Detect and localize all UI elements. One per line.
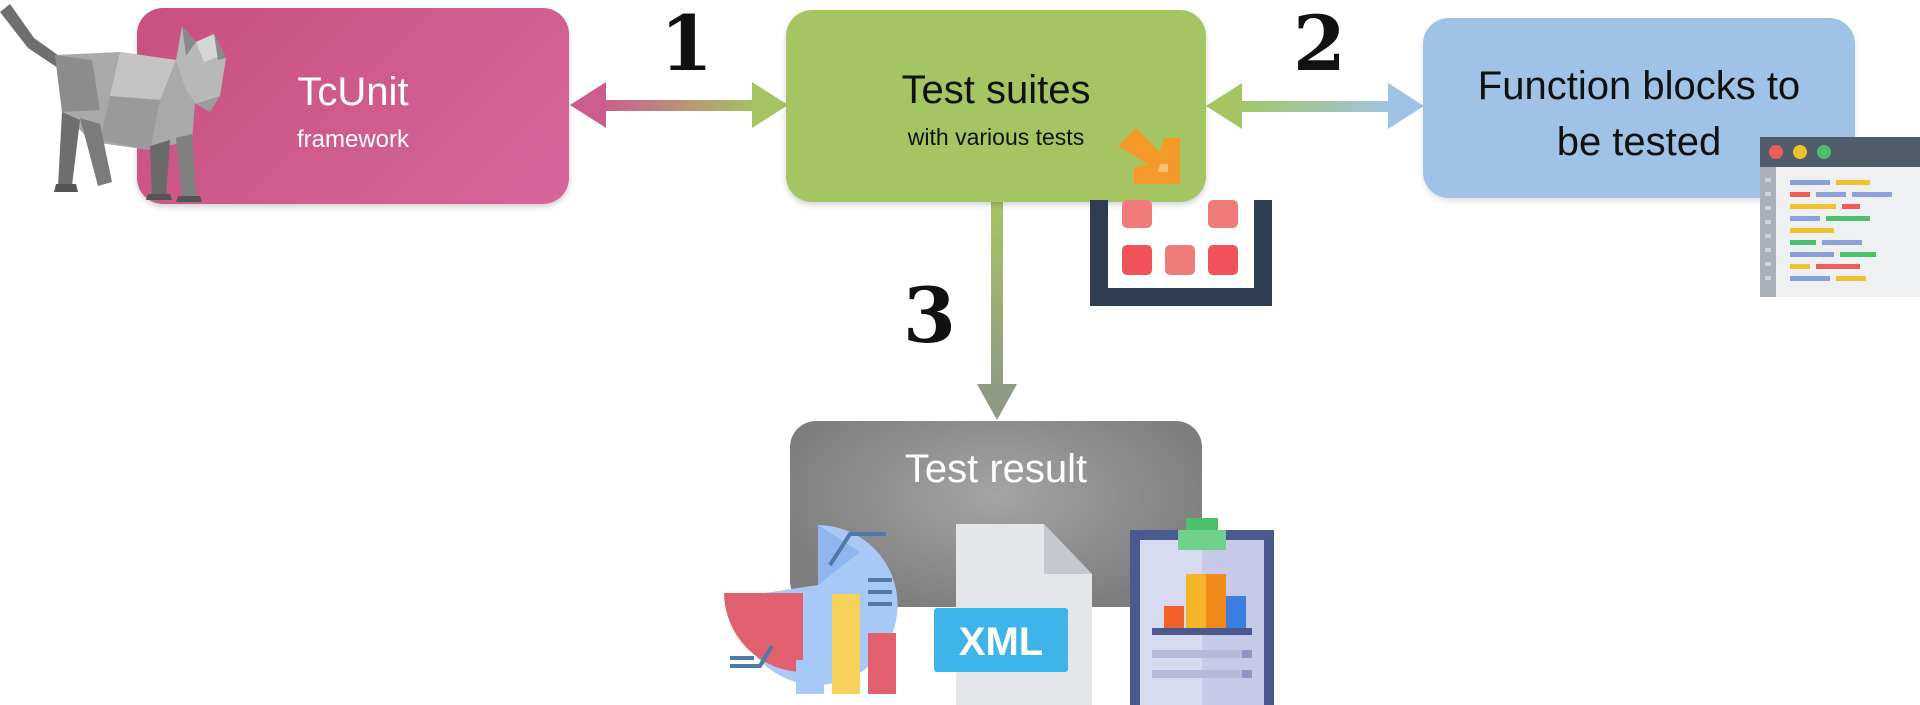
xml-badge-label: XML xyxy=(958,620,1044,664)
step-number-1: 1 xyxy=(660,0,713,88)
test-suites-node: Test suites with various tests xyxy=(786,10,1206,202)
tcunit-subtitle: framework xyxy=(296,126,410,153)
step-number-2: 2 xyxy=(1293,0,1346,88)
function-blocks-title: Function blocks to be tested xyxy=(1423,58,1855,170)
arrow-suites-fblocks xyxy=(1206,83,1424,129)
tcunit-framework-node: TcUnit framework xyxy=(137,8,569,204)
test-suites-title: Test suites xyxy=(901,68,1091,112)
function-blocks-title-line2: be tested xyxy=(1556,120,1722,164)
step-number-3: 3 xyxy=(903,271,956,360)
test-result-title: Test result xyxy=(904,447,1088,491)
xml-file-icon: XML xyxy=(930,522,1100,705)
function-blocks-title-line1: Function blocks to xyxy=(1477,64,1801,108)
arrow-suites-result xyxy=(977,202,1017,420)
test-suites-subtitle: with various tests xyxy=(907,124,1085,150)
arrow-tcunit-suites xyxy=(570,82,788,128)
function-blocks-node: Function blocks to be tested xyxy=(1423,18,1855,198)
tcunit-title: TcUnit xyxy=(297,70,409,114)
